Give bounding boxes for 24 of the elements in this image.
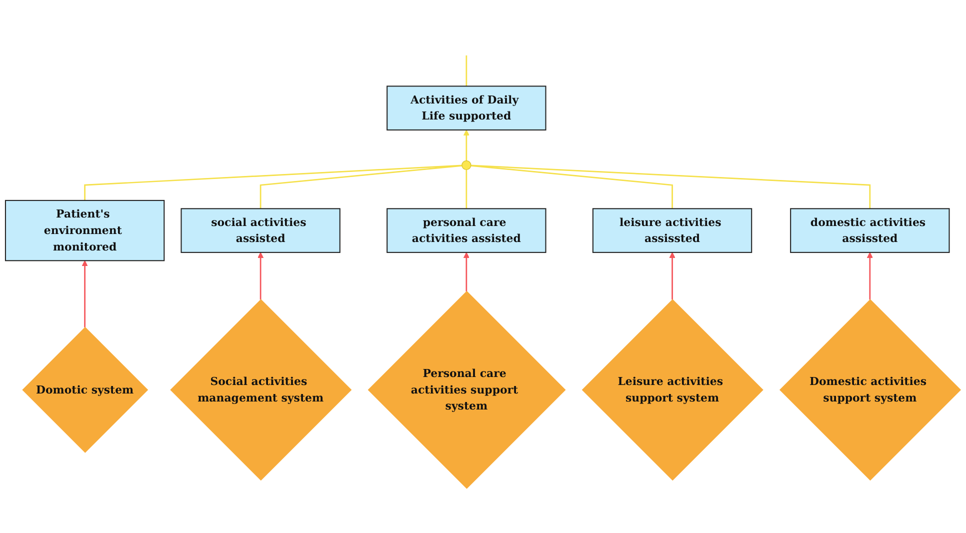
node-box: leisure activities assissted — [592, 208, 752, 254]
arrow — [669, 252, 676, 300]
node-diamond: Domestic activities support system — [780, 299, 961, 481]
connector — [470, 165, 673, 209]
arrow — [866, 252, 873, 300]
connector — [84, 164, 462, 201]
node-box: social activities assisted — [180, 208, 340, 254]
arrow — [258, 252, 264, 300]
node-box: Patient's environment monitored — [4, 200, 165, 262]
arrow — [463, 130, 470, 161]
node-box: domestic activities assissted — [790, 208, 950, 254]
connector — [470, 164, 871, 209]
arrow — [82, 260, 88, 328]
connector — [260, 165, 462, 209]
connector — [466, 170, 468, 209]
node-circle — [462, 160, 472, 170]
arrow — [463, 252, 470, 292]
node-box: Activities of Daily Life supported — [386, 86, 546, 131]
connector — [466, 56, 468, 86]
node-diamond: Personal care activities support system — [368, 291, 566, 489]
node-diamond: Domotic system — [22, 327, 148, 453]
node-diamond: Leisure activities support system — [582, 299, 764, 481]
node-diamond: Social activities management system — [170, 299, 352, 481]
node-box: personal care activities assisted — [386, 208, 546, 254]
